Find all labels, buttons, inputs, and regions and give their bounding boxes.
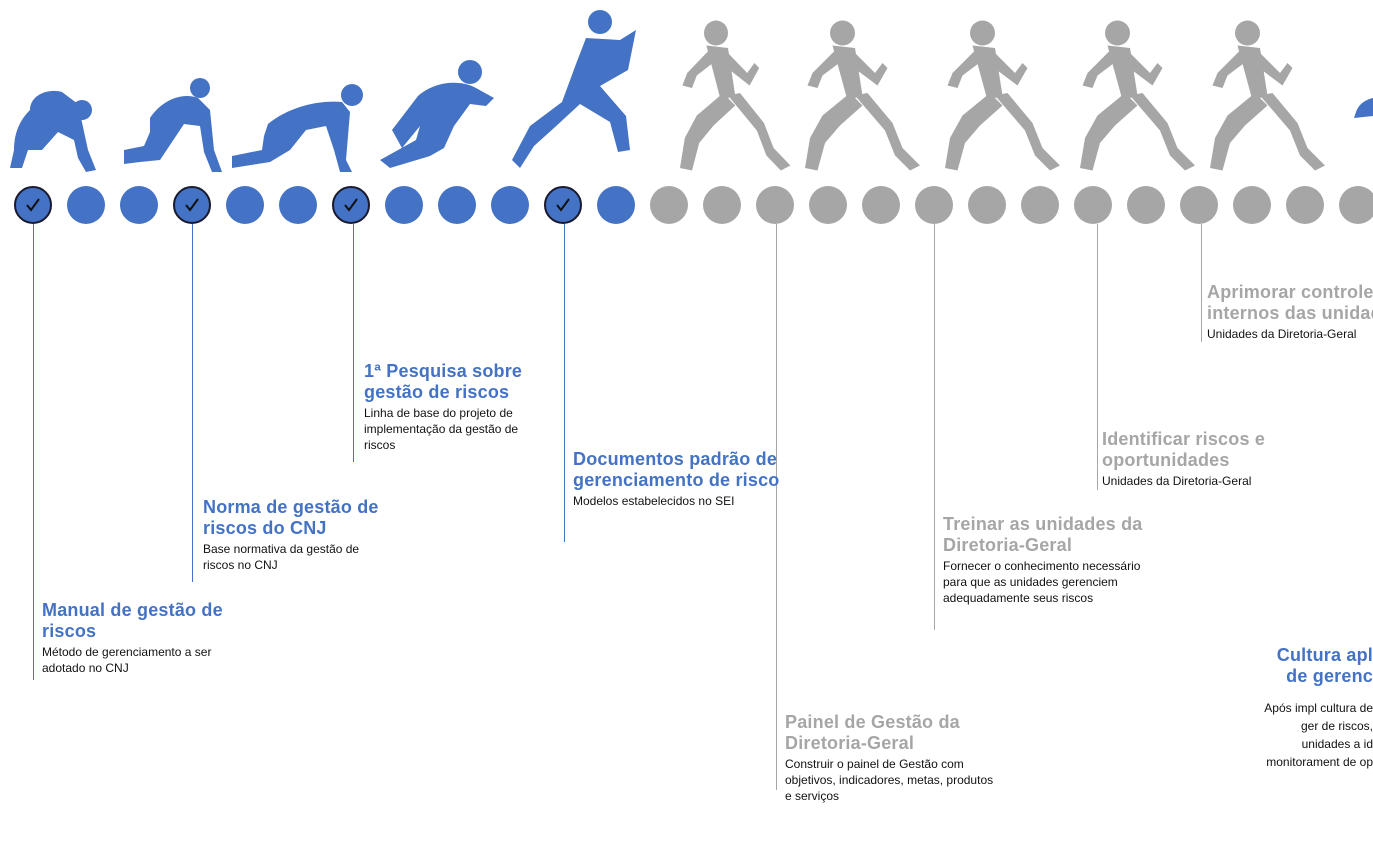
check-icon (556, 198, 570, 212)
runner-silhouette-icon (232, 84, 363, 172)
timeline-dot (438, 186, 476, 224)
timeline-dot (226, 186, 264, 224)
milestone-dot-checked (332, 186, 370, 224)
timeline-dot (756, 186, 794, 224)
connector-line (353, 224, 354, 462)
timeline-dot (385, 186, 423, 224)
milestone-treinar: Treinar as unidades da Diretoria-Geral F… (943, 514, 1163, 606)
milestone-desc: Após impl cultura de ger de riscos, unid… (1264, 701, 1373, 769)
milestone-identificar: Identificar riscos e oportunidades Unida… (1102, 429, 1302, 489)
milestone-pesquisa: 1ª Pesquisa sobre gestão de riscos Linha… (364, 361, 554, 453)
milestone-desc: Construir o painel de Gestão com objetiv… (785, 757, 994, 803)
timeline-dot (1233, 186, 1271, 224)
runner-silhouette-icon (805, 20, 920, 171)
timeline-dot (1180, 186, 1218, 224)
milestone-dot-checked (14, 186, 52, 224)
check-icon (185, 198, 199, 212)
timeline-dot (279, 186, 317, 224)
milestone-documentos: Documentos padrão de gerenciamento de ri… (573, 449, 783, 509)
timeline-dot (67, 186, 105, 224)
milestone-desc: Unidades da Diretoria-Geral (1102, 474, 1252, 488)
connector-line (1201, 224, 1202, 342)
runner-silhouette-icon (680, 20, 791, 171)
timeline-dot (1021, 186, 1059, 224)
milestone-desc: Base normativa da gestão de riscos no CN… (203, 542, 360, 572)
runner-silhouette-icon (1354, 98, 1373, 118)
connector-line (192, 224, 193, 582)
runner-silhouette-icon (1210, 20, 1325, 171)
timeline-dot (1339, 186, 1373, 224)
milestone-dot-checked (544, 186, 582, 224)
milestone-desc: Modelos estabelecidos no SEI (573, 494, 735, 508)
timeline-dot (650, 186, 688, 224)
milestone-title: Documentos padrão de gerenciamento de ri… (573, 449, 780, 490)
timeline-dot (1127, 186, 1165, 224)
connector-line (934, 224, 935, 630)
runner-silhouette-icon (1080, 20, 1195, 171)
milestone-title: Treinar as unidades da Diretoria-Geral (943, 514, 1143, 555)
milestone-title: 1ª Pesquisa sobre gestão de riscos (364, 361, 523, 402)
milestone-title: Cultura apl de gerenc (1276, 645, 1373, 686)
timeline-dot (1286, 186, 1324, 224)
connector-line (33, 224, 34, 680)
milestone-aprimorar: Aprimorar controles internos das unidade… (1207, 282, 1373, 342)
connector-line (564, 224, 565, 542)
timeline-dot (915, 186, 953, 224)
connector-line (776, 224, 777, 790)
connector-line (1097, 224, 1098, 490)
milestone-cultura: Cultura apl de gerenc Após impl cultura … (1253, 645, 1373, 771)
milestone-title: Aprimorar controles internos das unidade… (1207, 282, 1373, 323)
timeline-dot (968, 186, 1006, 224)
runner-silhouette-icon (10, 90, 96, 172)
check-icon (344, 198, 358, 212)
milestone-title: Identificar riscos e oportunidades (1102, 429, 1266, 470)
runner-silhouettes (10, 10, 1373, 172)
timeline-dot (862, 186, 900, 224)
timeline-dot (597, 186, 635, 224)
timeline-dot (809, 186, 847, 224)
milestone-title: Painel de Gestão da Diretoria-Geral (785, 712, 960, 753)
milestone-title: Norma de gestão de riscos do CNJ (203, 497, 379, 538)
milestone-desc: Unidades da Diretoria-Geral (1207, 327, 1357, 341)
timeline-dot (491, 186, 529, 224)
milestone-desc: Linha de base do projeto de implementaçã… (364, 406, 519, 452)
milestone-desc: Fornecer o conhecimento necessário para … (943, 559, 1141, 605)
timeline-dot (1074, 186, 1112, 224)
runner-silhouette-icon (945, 20, 1060, 171)
milestone-desc: Método de gerenciamento a ser adotado no… (42, 645, 212, 675)
milestone-manual: Manual de gestão de riscos Método de ger… (42, 600, 272, 676)
milestone-dot-checked (173, 186, 211, 224)
milestone-title: Manual de gestão de riscos (42, 600, 223, 641)
runner-silhouette-icon (124, 78, 222, 172)
runner-silhouette-icon (380, 60, 494, 168)
check-icon (26, 198, 40, 212)
milestone-painel: Painel de Gestão da Diretoria-Geral Cons… (785, 712, 1000, 804)
runner-silhouette-icon (512, 10, 636, 168)
timeline-dot (703, 186, 741, 224)
timeline-dot (120, 186, 158, 224)
milestone-norma: Norma de gestão de riscos do CNJ Base no… (203, 497, 418, 573)
